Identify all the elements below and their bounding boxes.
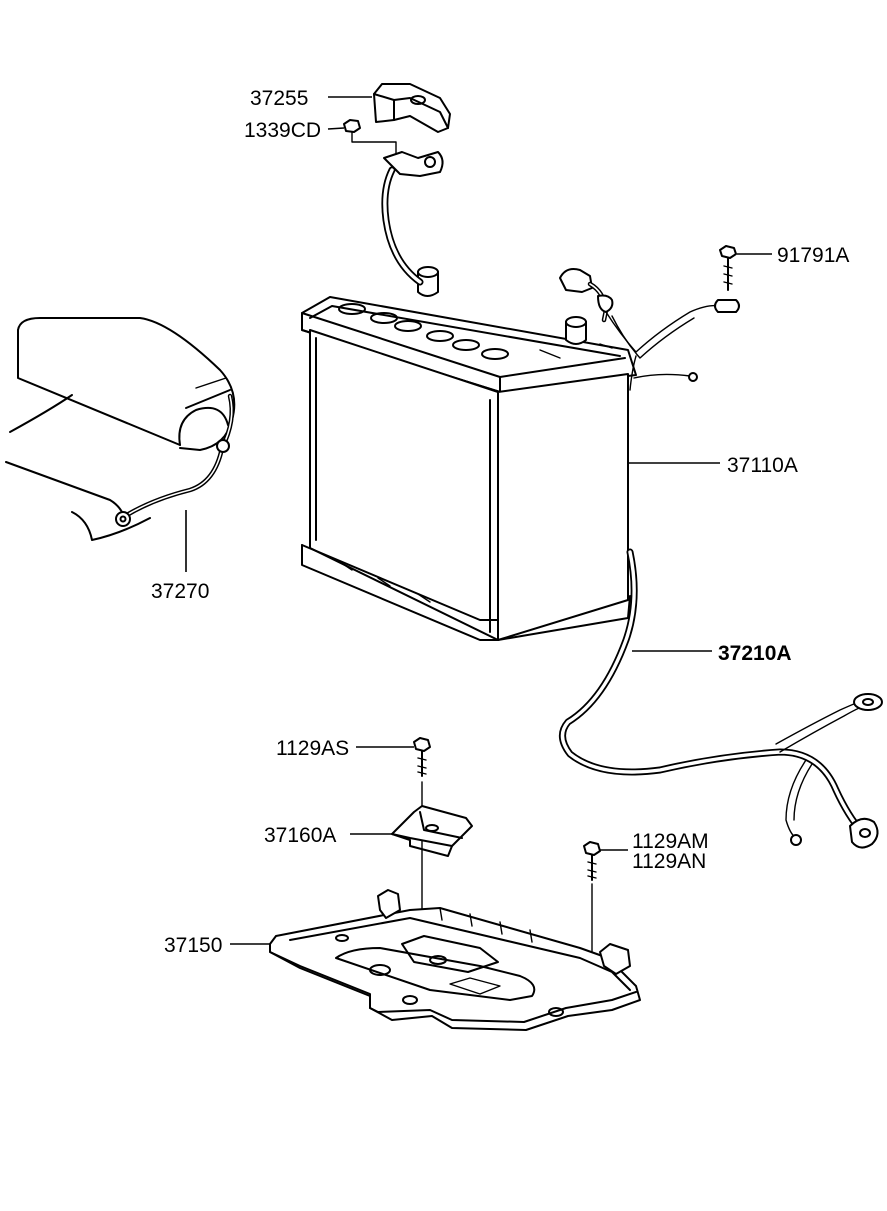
terminal-cover-37255 bbox=[373, 83, 451, 133]
positive-cable bbox=[381, 151, 444, 286]
label-37160A: 37160A bbox=[264, 824, 336, 847]
label-1129AS: 1129AS bbox=[276, 737, 349, 760]
battery-tray-37150 bbox=[269, 889, 641, 1031]
clamp-37160A bbox=[391, 805, 473, 857]
engine-block-illustration bbox=[5, 317, 236, 541]
negative-terminal-harness bbox=[559, 268, 740, 391]
battery-37110A bbox=[301, 266, 637, 641]
label-91791A: 91791A bbox=[777, 244, 849, 267]
label-1339CD: 1339CD bbox=[244, 119, 321, 142]
battery-cable-37210A bbox=[559, 548, 883, 849]
part-labels: 37255 1339CD 91791A 37110A 37270 37210A … bbox=[151, 87, 849, 957]
bolt-91791A bbox=[719, 245, 737, 291]
label-37270: 37270 bbox=[151, 580, 209, 603]
label-37210A: 37210A bbox=[718, 642, 792, 665]
label-1129AM: 1129AM bbox=[632, 830, 709, 853]
label-37110A: 37110A bbox=[727, 454, 798, 477]
label-37255: 37255 bbox=[250, 87, 308, 110]
bolt-1129AM-1129AN bbox=[583, 841, 601, 966]
ground-strap-37270 bbox=[115, 393, 234, 527]
label-1129AN: 1129AN bbox=[632, 850, 706, 873]
leader-lines bbox=[185, 96, 772, 945]
label-37150: 37150 bbox=[164, 934, 222, 957]
nut-1339CD bbox=[343, 119, 397, 155]
